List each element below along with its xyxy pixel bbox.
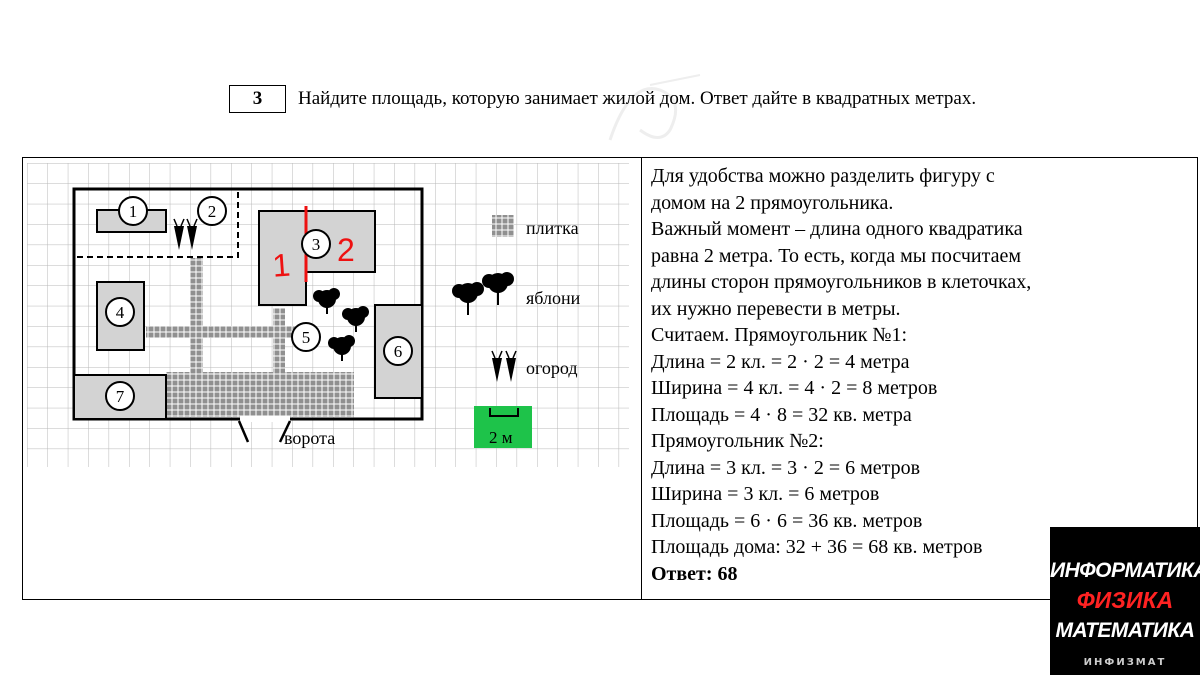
legend-scale xyxy=(474,406,532,448)
dashed-zone xyxy=(77,189,239,258)
legend-apple-trees-label: яблони xyxy=(526,288,581,308)
object-5-label: 5 xyxy=(302,328,311,347)
legend-scale-label: 2 м xyxy=(489,428,513,447)
legend-garden-icon xyxy=(491,350,517,382)
apple-tree-icon xyxy=(328,335,355,361)
logo-line: ИНФОРМАТИКА xyxy=(1050,559,1200,582)
site-plan: ворота 1 2 1 2 3 4 5 6 7 плитка яблони xyxy=(27,163,629,467)
split-label-1: 1 xyxy=(271,247,291,284)
solution-line: Важный момент – длина одного квадратика … xyxy=(651,218,1032,320)
legend-tile-icon xyxy=(492,215,514,237)
solution-line: Площадь = 6 · 6 = 36 кв. метров xyxy=(651,509,923,532)
object-7-label: 7 xyxy=(116,387,125,406)
apple-tree-icon xyxy=(342,306,369,332)
answer: Ответ: 68 xyxy=(651,562,738,585)
split-label-2: 2 xyxy=(337,232,355,268)
logo-line: ФИЗИКА xyxy=(1076,587,1174,613)
object-1-marker: 1 xyxy=(118,196,148,226)
solution-line: Для удобства можно разделить фигуру с до… xyxy=(651,165,995,214)
solution-line: Ширина = 3 кл. = 6 метров xyxy=(651,483,880,505)
solution-text: Для удобства можно разделить фигуру с до… xyxy=(651,163,1046,587)
solution-line: Длина = 3 кл. = 3 · 2 = 6 метров xyxy=(651,456,921,479)
gate-right xyxy=(278,420,292,443)
solution-line: Площадь дома: 32 + 36 = 68 кв. метров xyxy=(651,536,983,558)
frame-divider xyxy=(641,157,642,600)
gate-label: ворота xyxy=(284,428,335,448)
object-3-marker: 3 xyxy=(301,229,331,259)
object-4-label: 4 xyxy=(116,303,125,322)
legend-apple-tree-icon xyxy=(452,272,514,315)
logo-caption: ИНФИЗМАТ xyxy=(1083,657,1167,668)
task-text: Найдите площадь, которую занимает жилой … xyxy=(298,88,977,109)
watermark xyxy=(608,74,701,141)
object-2-marker: 2 xyxy=(197,196,227,226)
object-6-marker: 6 xyxy=(383,336,413,366)
solution-line: Ширина = 4 кл. = 4 · 2 = 8 метров xyxy=(651,377,938,399)
object-6-label: 6 xyxy=(394,342,403,361)
gate-left xyxy=(237,420,250,443)
object-4-marker: 4 xyxy=(105,297,135,327)
object-2-label: 2 xyxy=(208,202,217,221)
legend-tile-label: плитка xyxy=(526,218,579,238)
object-1-label: 1 xyxy=(129,202,138,221)
garden-icon xyxy=(173,218,198,250)
task-frame xyxy=(22,157,1198,600)
legend-garden-label: огород xyxy=(526,358,578,378)
solution-line: Прямоугольник №2: xyxy=(651,430,824,452)
solution-line: Площадь = 4 · 8 = 32 кв. метра xyxy=(651,403,912,426)
logo-line: МАТЕМАТИКА xyxy=(1055,619,1195,642)
solution-line: Считаем. Прямоугольник №1: xyxy=(651,324,908,346)
object-3-label: 3 xyxy=(312,235,321,254)
object-7-marker: 7 xyxy=(105,381,135,411)
task-number: 3 xyxy=(229,85,286,113)
gate-gap xyxy=(240,416,290,422)
tile-paths xyxy=(146,258,354,418)
object-5-marker: 5 xyxy=(291,322,321,352)
apple-tree-icon xyxy=(313,288,340,314)
solution-line: Длина = 2 кл. = 2 · 2 = 4 метра xyxy=(651,350,910,373)
logo: ИНФОРМАТИКА ФИЗИКА МАТЕМАТИКА ИНФИЗМАТ xyxy=(1050,527,1200,675)
